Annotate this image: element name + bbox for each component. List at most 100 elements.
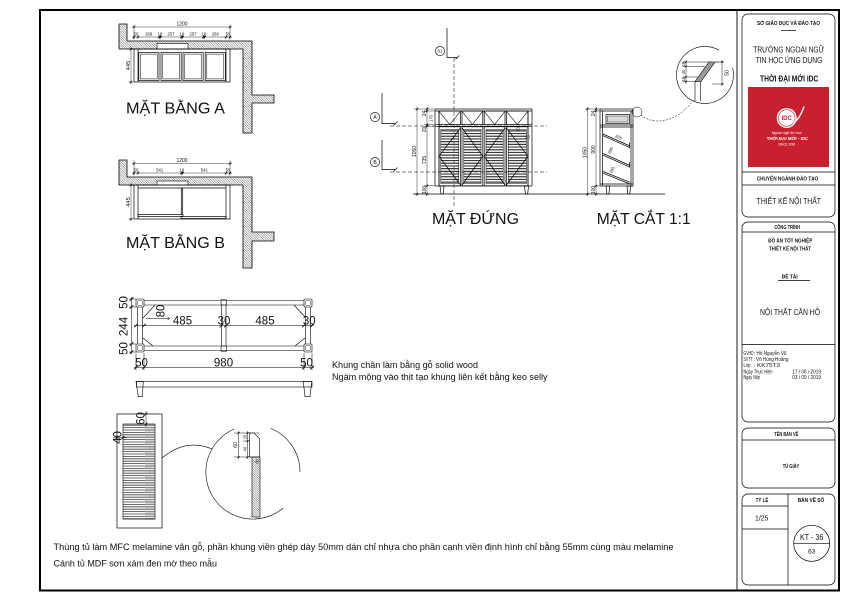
corner-brace — [142, 304, 306, 347]
hatch-line — [119, 159, 128, 168]
sliding-door-left — [137, 214, 184, 217]
info-label-gvhd: GVHD — [744, 351, 754, 357]
frame-length-label: 485 — [255, 315, 274, 327]
info-value-svtt: : Võ Hùng Hoàng — [754, 357, 789, 363]
hatch-line — [133, 176, 142, 186]
hatch-line — [242, 113, 253, 123]
hatch-line — [122, 23, 128, 29]
section-cut-symbol — [446, 28, 460, 60]
hatch-line — [240, 40, 249, 50]
plan-a-segment-label: 18 — [180, 32, 185, 37]
section-total-height-label: 1050 — [582, 147, 588, 158]
hatch-line — [251, 491, 261, 500]
department-name: SỞ GIÁO DỤC VÀ ĐÀO TẠO — [757, 20, 820, 27]
hatch-line — [118, 164, 128, 173]
hatch-line — [242, 72, 253, 82]
detail-leader-line — [640, 100, 694, 122]
section-mark-label: A — [373, 115, 377, 121]
project-line1: ĐỒ ÁN TỐT NGHIỆP — [768, 236, 813, 244]
hatch-line — [186, 176, 195, 186]
dimension-tick — [309, 365, 315, 370]
hatch-line — [242, 108, 253, 118]
hatch-line — [242, 74, 253, 85]
dimension-tick — [684, 60, 688, 64]
hatch-line — [260, 231, 270, 242]
hatch-line — [242, 55, 253, 65]
frame-bottom-label: 50 — [135, 357, 148, 369]
hatch-line — [242, 226, 253, 236]
hatch-line — [251, 485, 261, 494]
shelf-dimension-label: 255 — [614, 133, 623, 141]
door-panel-inner — [162, 53, 180, 80]
hatch-line — [127, 40, 136, 50]
hatch-line — [251, 487, 261, 496]
hatch-line — [242, 94, 253, 104]
hatch-line — [243, 48, 253, 58]
hatch-line — [241, 176, 250, 186]
dimension-tick — [228, 25, 232, 29]
hatch-line — [253, 94, 262, 104]
plan-b-title: MẶT BẰNG B — [126, 233, 225, 252]
slanted-shoe-shelf — [602, 171, 631, 185]
hatch-line — [242, 254, 253, 265]
hatch-line — [141, 40, 150, 50]
school-name-line2: TIN HỌC ỨNG DỤNG — [756, 55, 823, 65]
hatch-line — [118, 44, 124, 50]
hatch-line — [242, 242, 253, 253]
hatch-line — [131, 176, 140, 186]
hatch-line — [194, 40, 203, 50]
hatch-line — [210, 176, 219, 186]
hatch-line — [205, 176, 214, 186]
door-panel-section — [251, 456, 261, 518]
plan-b-overall-width-label: 1200 — [176, 158, 187, 164]
hatch-line — [242, 238, 253, 248]
louver-frame — [440, 129, 459, 184]
plan-b-segment-label: 541 — [156, 168, 164, 173]
hatch-line — [191, 176, 200, 186]
stile-dimension-label: 40 — [113, 431, 125, 444]
elevation-dimensions — [414, 107, 434, 196]
plan-a-overall-dimension — [132, 25, 232, 29]
hatch-line — [242, 40, 251, 50]
hatch-line — [258, 94, 267, 104]
profile-total-dimension — [237, 431, 240, 459]
plan-a-segment-label: 266 — [145, 32, 153, 37]
hatch-line — [242, 67, 253, 77]
section-height-chain-dimension — [594, 107, 598, 196]
frame-leg-block — [303, 343, 313, 353]
door-louvers — [463, 130, 481, 183]
dimension-tick — [415, 107, 419, 111]
section-cut-symbol — [381, 140, 398, 172]
top-compartment-box-inner — [607, 115, 629, 123]
section-mark-label: 01 — [438, 49, 443, 54]
school-logo: IDC Ngoại ngữ tin học THỜI ĐẠI MỚI - IDC… — [748, 87, 829, 167]
plan-a-wall-outline — [118, 23, 275, 134]
brace-leader — [146, 316, 171, 321]
hatch-line — [242, 96, 253, 106]
plan-b-segment-label: 18 — [180, 168, 185, 173]
hatch-line — [270, 94, 275, 99]
hatch-line — [267, 231, 275, 239]
major-header: CHUYÊN NGÀNH ĐÀO TẠO — [757, 174, 819, 182]
louver-frame — [485, 129, 504, 184]
plan-a-overall-width-label: 1200 — [176, 22, 187, 28]
hatch-line — [201, 40, 210, 50]
hatch-line — [242, 110, 253, 121]
plan-b-wall-recess — [156, 180, 189, 186]
plan-b-segment-label: 541 — [201, 168, 209, 173]
dimension-tick — [141, 365, 147, 370]
dimension-tick — [425, 107, 429, 111]
dimension-tick — [129, 47, 133, 51]
plan-a-wall-recess — [156, 43, 189, 50]
hatch-line — [196, 176, 205, 186]
hatch-line — [139, 40, 148, 50]
hatch-line — [242, 130, 246, 134]
logo-swoosh-icon — [793, 106, 805, 124]
dimension-tick — [425, 109, 429, 113]
info-value-due-date: 03 / 09 / 2019 — [792, 375, 821, 381]
hatch-line — [242, 221, 253, 231]
hatch-line — [242, 118, 253, 128]
hatch-line — [242, 192, 253, 202]
hatch-line — [252, 456, 261, 465]
